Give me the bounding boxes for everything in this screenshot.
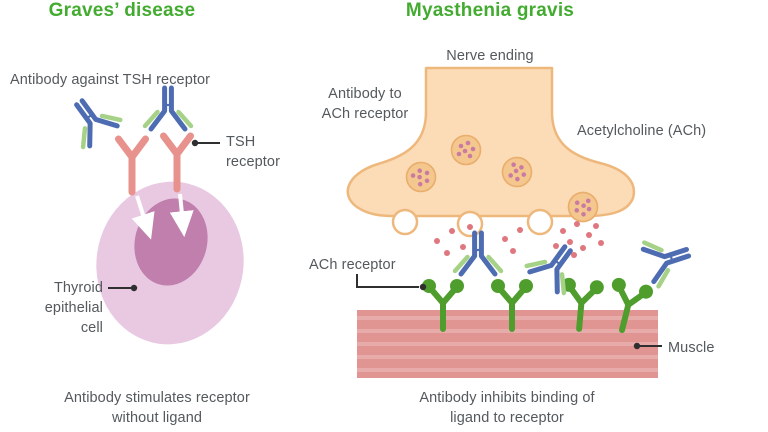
vesicle-fusion-notches: [391, 208, 554, 238]
stimulation-arrows: [131, 193, 194, 240]
antibody-icon: [641, 231, 694, 287]
myasthenia-title: Myasthenia gravis: [405, 0, 575, 21]
label-thyroid-epithelial-cell: Thyroid epithelial cell: [23, 278, 103, 338]
myasthenia-panel: [346, 66, 695, 378]
label-antibody-to-ach-receptor: Antibody to ACh receptor: [300, 84, 430, 124]
label-thyroid-line2: epithelial: [44, 300, 103, 316]
label-muscle: Muscle: [668, 340, 715, 356]
label-thyroid-line3: cell: [80, 320, 103, 336]
label-tsh-receptor: TSH receptor: [226, 132, 280, 172]
myasthenia-caption: Antibody inhibits binding of ligand to r…: [382, 388, 632, 428]
myasthenia-caption-line1: Antibody inhibits binding of: [419, 390, 595, 406]
label-ach-receptor: ACh receptor: [309, 257, 396, 273]
label-thyroid-line1: Thyroid: [53, 280, 103, 296]
graves-caption: Antibody stimulates receptor without lig…: [32, 388, 282, 428]
antibody-icon: [455, 233, 501, 274]
graves-caption-line1: Antibody stimulates receptor: [64, 390, 250, 406]
label-antibody-against-tsh-receptor: Antibody against TSH receptor: [10, 72, 211, 88]
label-tsh-receptor-line2: receptor: [226, 154, 280, 170]
tsh-receptor-icon: [119, 139, 146, 192]
graves-caption-line2: without ligand: [111, 410, 203, 426]
tsh-receptor-leader-line: [191, 139, 220, 147]
myasthenia-caption-line2: ligand to receptor: [450, 410, 564, 426]
label-tsh-receptor-line1: TSH: [226, 134, 256, 150]
muscle-leader-line: [633, 342, 662, 350]
graves-panel: [61, 88, 244, 345]
ach-receptor-leader-line: [356, 274, 427, 291]
label-acetylcholine: Acetylcholine (ACh): [577, 123, 707, 139]
tsh-receptor-icon: [164, 136, 191, 189]
label-nerve-ending: Nerve ending: [446, 48, 534, 64]
label-antibody-to-line1: Antibody to: [328, 86, 402, 102]
acetylcholine-dots: [434, 221, 604, 258]
synaptic-vesicle-icon: [450, 134, 482, 166]
muscle-band: [357, 310, 658, 378]
antibody-icon: [61, 89, 122, 149]
graves-title: Graves’ disease: [48, 0, 196, 21]
label-antibody-to-line2: ACh receptor: [321, 106, 409, 122]
thyroid-cell-leader-line: [108, 284, 138, 292]
antibody-icon: [145, 88, 191, 129]
